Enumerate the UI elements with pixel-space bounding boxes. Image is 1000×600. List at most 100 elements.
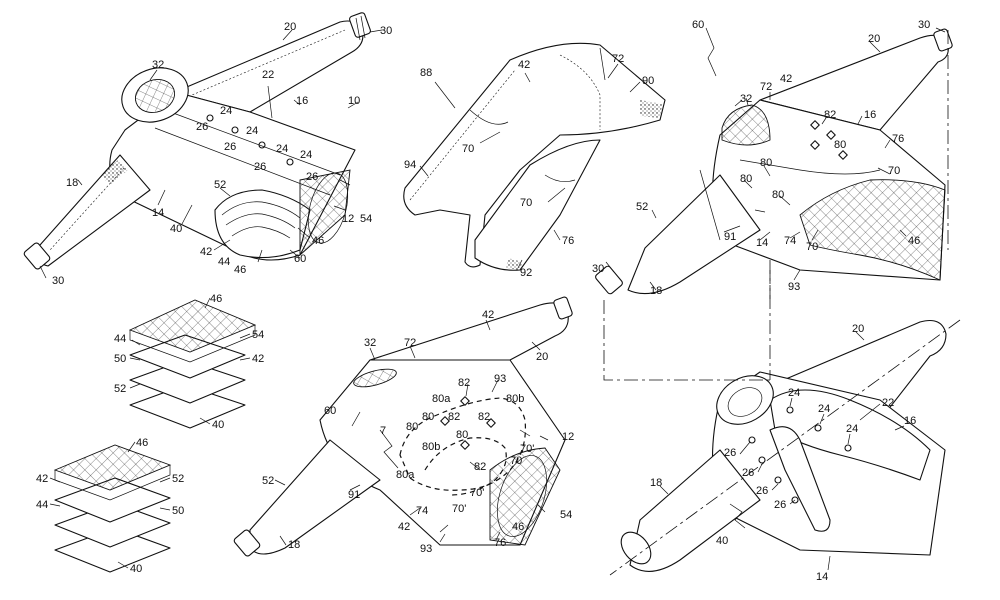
label-42: 42 [780, 73, 792, 85]
label-93-a: 93 [494, 373, 506, 385]
label-24-a: 24 [788, 387, 800, 399]
label-22: 22 [262, 69, 274, 81]
label-76: 76 [562, 235, 574, 247]
label-80b-top: 80b [506, 393, 524, 405]
label-46: 46 [312, 235, 324, 247]
label-52: 52 [636, 201, 648, 213]
label-46-b: 46 [234, 264, 246, 276]
label-20: 20 [852, 323, 864, 335]
label-32: 32 [740, 93, 752, 105]
label-80-f: 80 [456, 429, 468, 441]
label-10: 10 [348, 95, 360, 107]
label-44: 44 [36, 499, 48, 511]
label-52: 52 [262, 475, 274, 487]
label-70: 70 [510, 455, 522, 467]
label-20: 20 [868, 33, 880, 45]
figure-middle-left-layers: 46 44 54 50 42 52 40 [114, 293, 264, 431]
label-42: 42 [482, 309, 494, 321]
label-18: 18 [288, 539, 300, 551]
label-80-d: 80 [406, 421, 418, 433]
label-46: 46 [210, 293, 222, 305]
label-94: 94 [404, 159, 416, 171]
label-26-b: 26 [742, 467, 754, 479]
label-93: 93 [788, 281, 800, 293]
label-88: 88 [420, 67, 432, 79]
label-46: 46 [908, 235, 920, 247]
label-82-b: 82 [448, 411, 460, 423]
label-30-bottom: 30 [592, 263, 604, 275]
label-32: 32 [364, 337, 376, 349]
label-52: 52 [114, 383, 126, 395]
label-7: 7 [380, 425, 386, 437]
figure-bottom-right: 20 24 24 24 22 16 26 26 26 26 18 40 14 [603, 270, 961, 583]
figure-bottom-left-layers: 46 42 52 44 50 40 [36, 437, 184, 575]
label-46: 46 [512, 521, 524, 533]
label-26-b: 26 [224, 141, 236, 153]
label-26-c: 26 [756, 485, 768, 497]
label-70-prime-b: 70' [470, 487, 484, 499]
label-72: 72 [760, 81, 772, 93]
label-18: 18 [650, 285, 662, 297]
label-91: 91 [348, 489, 360, 501]
label-26-d: 26 [774, 499, 786, 511]
label-24-b: 24 [246, 125, 258, 137]
label-74: 74 [416, 505, 428, 517]
label-32: 32 [152, 59, 164, 71]
label-30-left: 30 [52, 275, 64, 287]
label-24-a: 24 [220, 105, 232, 117]
label-30-right: 30 [380, 25, 392, 37]
label-80-c: 80 [422, 411, 434, 423]
label-42: 42 [200, 246, 212, 258]
label-72: 72 [404, 337, 416, 349]
label-30-top: 30 [918, 19, 930, 31]
label-93-b: 93 [420, 543, 432, 555]
label-42: 42 [252, 353, 264, 365]
label-18: 18 [650, 477, 662, 489]
label-42: 42 [518, 59, 530, 71]
label-60: 60 [294, 253, 306, 265]
label-22: 22 [882, 397, 894, 409]
label-60: 60 [692, 19, 704, 31]
label-70-prime-a: 70' [520, 443, 534, 455]
label-44: 44 [114, 333, 126, 345]
label-20: 20 [536, 351, 548, 363]
label-20: 20 [284, 21, 296, 33]
label-42-b: 42 [398, 521, 410, 533]
label-76: 76 [892, 133, 904, 145]
label-12: 12 [342, 213, 354, 225]
label-80-a: 80 [834, 139, 846, 151]
label-50: 50 [172, 505, 184, 517]
label-40: 40 [170, 223, 182, 235]
figure-top-right: 60 30 20 72 42 32 82 16 76 80 80 80 80 7… [592, 19, 953, 300]
label-16: 16 [904, 415, 916, 427]
figure-top-left: 20 30 32 22 16 10 24 26 24 26 24 26 24 2… [23, 12, 392, 287]
label-80-d: 80 [772, 189, 784, 201]
label-24-d: 24 [300, 149, 312, 161]
fastener-group [206, 114, 294, 166]
label-44: 44 [218, 256, 230, 268]
label-16: 16 [864, 109, 876, 121]
label-70-a: 70 [462, 143, 474, 155]
label-80-c: 80 [740, 173, 752, 185]
label-40: 40 [212, 419, 224, 431]
label-80a-top: 80a [432, 393, 451, 405]
label-54: 54 [252, 329, 264, 341]
label-52: 52 [172, 473, 184, 485]
label-40: 40 [716, 535, 728, 547]
label-82: 82 [824, 109, 836, 121]
label-12: 12 [562, 431, 574, 443]
label-76: 76 [494, 537, 506, 549]
label-82-c: 82 [478, 411, 490, 423]
label-26-a: 26 [724, 447, 736, 459]
label-72: 72 [612, 53, 624, 65]
label-14: 14 [756, 237, 768, 249]
label-26-a: 26 [196, 121, 208, 133]
label-24-c: 24 [276, 143, 288, 155]
label-91: 91 [724, 231, 736, 243]
label-82-a: 82 [458, 377, 470, 389]
label-46: 46 [136, 437, 148, 449]
label-40: 40 [130, 563, 142, 575]
label-24-c: 24 [846, 423, 858, 435]
label-54: 54 [360, 213, 372, 225]
